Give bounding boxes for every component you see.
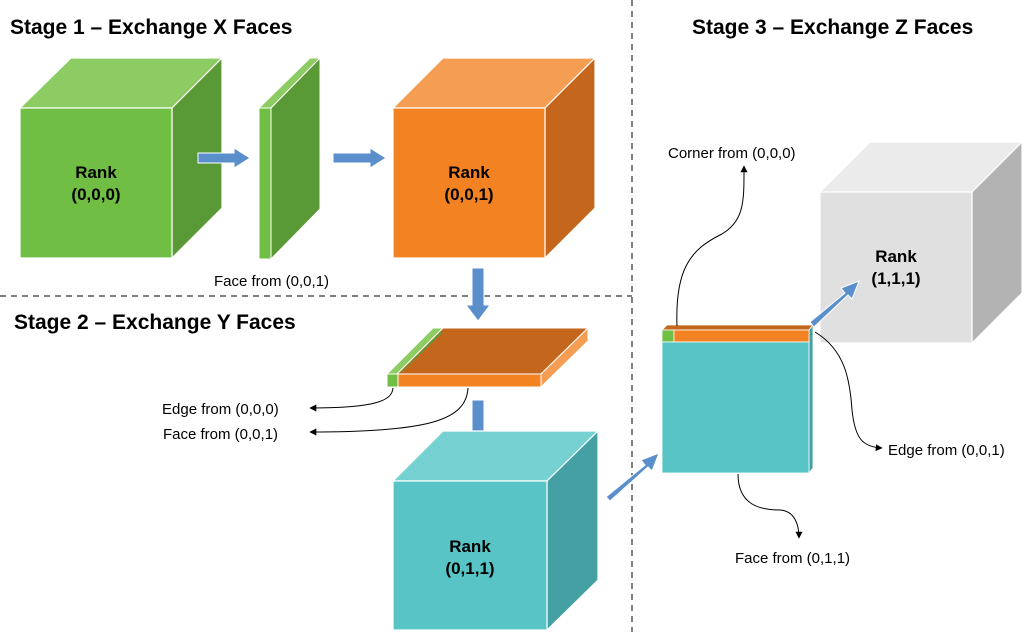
label-edge-from-000: Edge from (0,0,0): [162, 401, 279, 418]
cube-label-rank: Rank: [449, 537, 491, 556]
y-face-slab: [385, 326, 590, 389]
cube-label-coords: (1,1,1): [871, 269, 920, 288]
label-face-from-011: Face from (0,1,1): [735, 550, 850, 567]
cube-rank-000: Rank (0,0,0): [18, 56, 224, 260]
cube-rank-111: Rank (1,1,1): [818, 140, 1024, 345]
label-face-from-001: Face from (0,0,1): [163, 426, 278, 443]
x-face-slab: [257, 56, 322, 261]
face-callout-line: [309, 387, 469, 436]
cube-label-coords: (0,0,0): [71, 185, 120, 204]
edge-callout-line: [814, 331, 883, 452]
block-arrow-diagonal: [809, 280, 860, 328]
cube-label-rank: Rank: [875, 247, 917, 266]
cube-label-rank: Rank: [75, 163, 117, 182]
cube-label-coords: (0,0,1): [444, 185, 493, 204]
label-face-from-001: Face from (0,0,1): [214, 273, 329, 290]
edge-callout-line: [309, 387, 394, 412]
label-edge-from-001: Edge from (0,0,1): [888, 442, 1005, 459]
face-callout-line: [737, 473, 803, 539]
cube-label-coords: (0,1,1): [445, 559, 494, 578]
stage1-title: Stage 1 – Exchange X Faces: [10, 16, 292, 39]
block-arrow-right: [332, 147, 387, 169]
stage2-title: Stage 2 – Exchange Y Faces: [14, 311, 296, 334]
cube-rank-011: Rank (0,1,1): [391, 429, 600, 632]
corner-callout-line: [676, 165, 748, 327]
block-arrow-diagonal: [605, 452, 660, 502]
z-halo-block: [661, 323, 814, 475]
block-arrow-down: [465, 267, 491, 322]
label-corner-from-000: Corner from (0,0,0): [668, 145, 796, 162]
stage3-title: Stage 3 – Exchange Z Faces: [692, 16, 973, 39]
cube-label-rank: Rank: [448, 163, 490, 182]
cube-rank-001: Rank (0,0,1): [391, 56, 597, 260]
block-arrow-right: [197, 147, 251, 169]
